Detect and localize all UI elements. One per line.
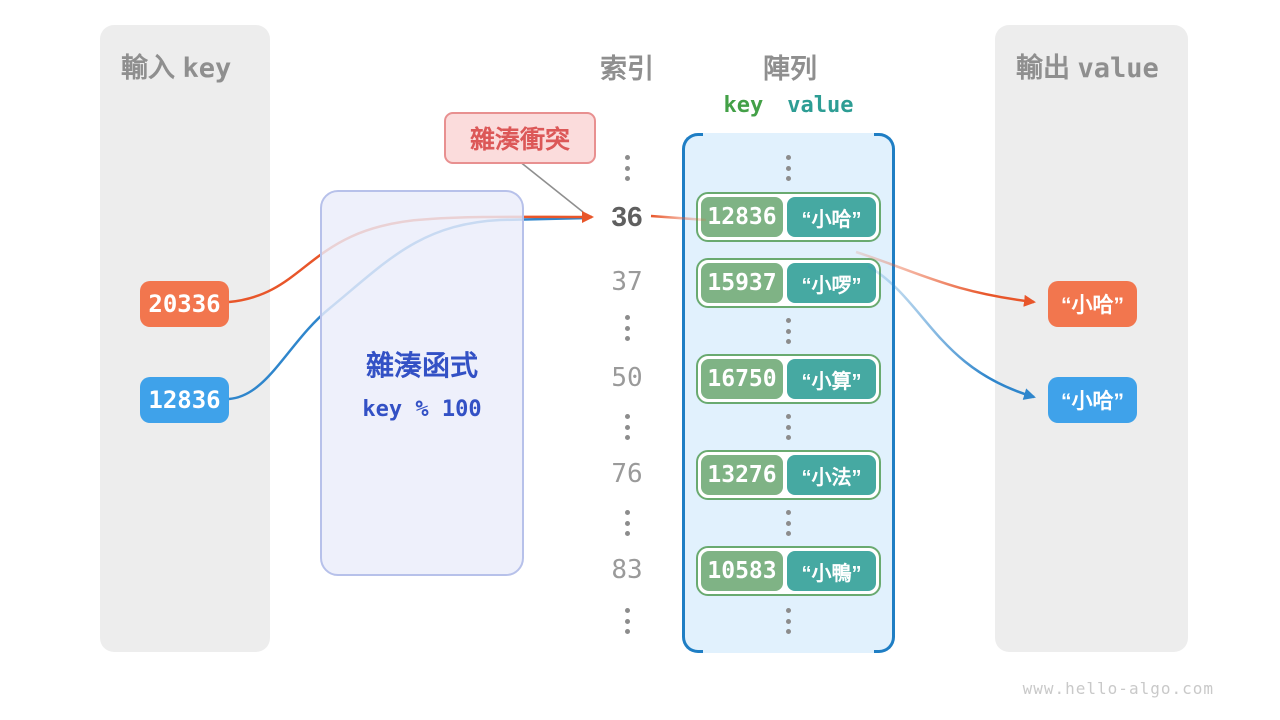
value-column-label: value (787, 93, 854, 118)
ellipsis-icon (624, 510, 630, 536)
output-title-cjk: 輸出 (1016, 53, 1070, 83)
callout-pointer-line (518, 160, 584, 213)
ellipsis-icon (785, 608, 791, 634)
index-column-title: 索引 (600, 54, 654, 84)
row-value-cell: “小哈” (787, 197, 876, 237)
ellipsis-icon (624, 608, 630, 634)
ellipsis-icon (785, 414, 791, 440)
output-value-panel (995, 25, 1188, 652)
array-container: 12836 “小哈” 15937 “小啰” 16750 “小算” 13276 “… (682, 133, 895, 653)
hash-collision-callout: 雜湊衝突 (444, 112, 596, 164)
hash-function-title: 雜湊函式 (365, 350, 478, 381)
array-left-bracket (682, 133, 703, 653)
hash-function-formula: key % 100 (362, 397, 482, 422)
array-row-76: 13276 “小法” (696, 450, 881, 500)
output-value-orange-label: “小哈” (1061, 294, 1124, 317)
hash-collision-label: 雜湊衝突 (469, 126, 570, 154)
input-key-title: 輸入 key (121, 46, 231, 85)
row-value-cell: “小鴨” (787, 551, 876, 591)
input-title-latin: key (182, 53, 232, 84)
array-row-36: 12836 “小哈” (696, 192, 881, 242)
output-value-blue: “小哈” (1048, 377, 1137, 423)
ellipsis-icon (624, 414, 630, 440)
row-value-cell: “小算” (787, 359, 876, 399)
output-value-title: 輸出 value (1016, 46, 1159, 85)
row-key-cell: 12836 (701, 197, 783, 237)
ellipsis-icon (785, 318, 791, 344)
ellipsis-icon (624, 315, 630, 341)
array-kv-header: key value (682, 93, 895, 118)
row-key-cell: 13276 (701, 455, 783, 495)
index-50: 50 (611, 363, 643, 393)
input-key-12836-label: 12836 (148, 386, 221, 414)
input-key-20336: 20336 (140, 281, 229, 327)
hash-function-box: 雜湊函式 key % 100 (320, 190, 524, 576)
row-value-cell: “小法” (787, 455, 876, 495)
array-column-title: 陣列 (763, 54, 817, 84)
output-title-latin: value (1077, 53, 1159, 84)
row-key-cell: 10583 (701, 551, 783, 591)
input-title-cjk: 輸入 (121, 53, 175, 83)
array-row-83: 10583 “小鴨” (696, 546, 881, 596)
row-value-cell: “小啰” (787, 263, 876, 303)
index-36: 36 (611, 201, 643, 232)
array-row-37: 15937 “小啰” (696, 258, 881, 308)
watermark: www.hello-algo.com (1022, 679, 1214, 698)
array-row-50: 16750 “小算” (696, 354, 881, 404)
key-column-label: key (723, 93, 764, 118)
index-37: 37 (611, 267, 643, 297)
row-key-cell: 15937 (701, 263, 783, 303)
ellipsis-icon (785, 510, 791, 536)
ellipsis-icon (785, 155, 791, 181)
row-key-cell: 16750 (701, 359, 783, 399)
output-value-blue-label: “小哈” (1061, 390, 1124, 413)
input-key-panel (100, 25, 270, 652)
output-value-orange: “小哈” (1048, 281, 1137, 327)
ellipsis-icon (624, 155, 630, 181)
input-key-20336-label: 20336 (148, 290, 221, 318)
index-76: 76 (611, 459, 643, 489)
index-83: 83 (611, 555, 643, 585)
input-key-12836: 12836 (140, 377, 229, 423)
